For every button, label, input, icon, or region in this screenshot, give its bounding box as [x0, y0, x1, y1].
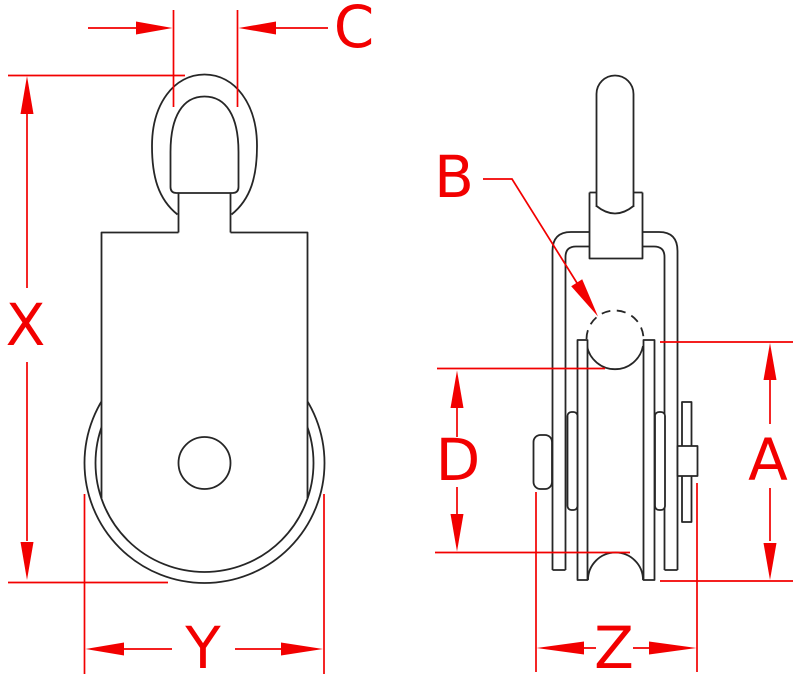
dim-label-d: D	[436, 426, 481, 494]
z-arrow-left	[536, 641, 584, 655]
b-leader-line	[483, 178, 578, 284]
d-arrow-down	[450, 514, 464, 552]
y-arrow-right	[281, 642, 323, 656]
d-extension-lines	[435, 367, 630, 554]
swivel-eye-outer	[151, 73, 258, 216]
groove-circle-solid	[586, 345, 644, 371]
cheek-plate-left	[576, 339, 589, 581]
x-arrow-down	[20, 542, 34, 580]
y-arrow-left	[85, 642, 124, 656]
dim-label-z: Z	[594, 614, 634, 682]
z-extension-lines	[535, 483, 698, 672]
x-extension-lines	[8, 74, 185, 584]
dimension-x: X	[6, 74, 185, 584]
dimension-d: D	[435, 367, 630, 554]
dim-label-y: Y	[184, 614, 221, 682]
eye-shank-bottom-arc	[595, 205, 635, 215]
x-arrow-up	[20, 76, 34, 114]
c-arrow-right	[136, 21, 173, 35]
axle-pin-block	[676, 445, 699, 477]
dim-label-b: B	[434, 143, 474, 211]
side-view	[532, 74, 699, 581]
groove-bottom-arc	[587, 551, 644, 581]
swivel-eye-inner	[169, 95, 240, 194]
b-leader-arrow	[571, 279, 598, 317]
a-arrow-down	[763, 543, 777, 580]
collar-mask	[589, 192, 643, 259]
hub-bar-right	[654, 411, 666, 511]
z-arrow-right	[649, 641, 697, 655]
eye-stem	[177, 193, 232, 233]
eye-shank	[595, 74, 635, 207]
dimension-c: C	[88, 0, 374, 107]
c-extension-lines	[172, 10, 239, 107]
dimension-z: Z	[535, 483, 698, 682]
dimension-b: B	[434, 143, 598, 317]
dim-label-x: X	[6, 291, 46, 359]
dimension-a: A	[660, 341, 793, 582]
hidden-groove-circle	[585, 309, 645, 340]
d-arrow-up	[450, 370, 464, 408]
front-view	[83, 73, 326, 584]
cheek-plate-right	[642, 339, 656, 581]
hub-bar-left	[566, 411, 579, 511]
c-arrow-left	[238, 21, 276, 35]
a-extension-lines	[660, 341, 793, 582]
frame-outer	[551, 231, 679, 570]
y-extension-lines	[83, 494, 325, 674]
axle-head	[532, 434, 553, 490]
plate-body-outline	[100, 231, 309, 498]
dim-label-c: C	[334, 0, 375, 61]
a-arrow-up	[763, 343, 777, 380]
collar-outline	[588, 191, 644, 260]
dimension-y: Y	[83, 494, 325, 682]
dim-label-a: A	[748, 426, 788, 494]
axle-hole	[177, 436, 232, 490]
